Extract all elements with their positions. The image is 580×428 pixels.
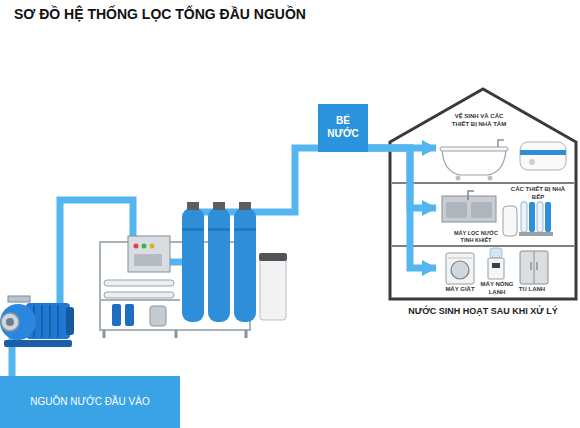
filtration-system bbox=[182, 228, 204, 231]
water-purifier bbox=[519, 232, 553, 236]
bathtub bbox=[456, 176, 461, 181]
tank-label: BỂ NƯỚC bbox=[322, 115, 364, 140]
water-pump bbox=[33, 305, 35, 337]
water-pipe bbox=[368, 145, 436, 152]
appliance-label: MÁY NÓNG LẠNH bbox=[478, 281, 516, 296]
water-dispenser bbox=[490, 248, 502, 258]
filtration-system bbox=[125, 304, 134, 326]
filtration-system bbox=[134, 244, 139, 249]
water-heater bbox=[520, 142, 566, 170]
water-heater bbox=[529, 159, 535, 165]
filtration-system bbox=[150, 244, 155, 249]
filtration-system bbox=[234, 208, 256, 322]
source-label: NGUỒN NƯỚC ĐẦU VÀO bbox=[0, 396, 180, 409]
water-pump bbox=[26, 303, 70, 339]
water-pump bbox=[66, 307, 74, 335]
refrigerator bbox=[531, 262, 532, 270]
bathtub bbox=[488, 176, 493, 181]
water-pump bbox=[8, 296, 30, 302]
laundry-shelf: MÁY GIẶTMÁY NÓNG LẠNHTỦ LẠNH bbox=[436, 248, 576, 298]
filtration-system bbox=[187, 202, 199, 210]
appliance-label: MÁY GIẶT bbox=[442, 286, 478, 294]
shelf-divider bbox=[392, 245, 574, 247]
kitchen-shelf: CÁC THIẾT BỊ NHÀ BẾP MÁY LỌC NƯỚC TINH KH… bbox=[436, 185, 576, 244]
filtration-system bbox=[208, 208, 230, 322]
filtration-system bbox=[150, 306, 166, 326]
water-pump bbox=[57, 305, 59, 337]
filtration-system bbox=[259, 253, 287, 261]
bathroom-label: VỆ SINH VÀ CÁC THIẾT BỊ NHÀ TẮM bbox=[446, 113, 512, 128]
washing-machine bbox=[451, 261, 469, 279]
filtration-system bbox=[104, 292, 174, 298]
water-dispenser bbox=[488, 258, 504, 279]
kitchen-sink bbox=[442, 196, 496, 222]
kitchen-label: CÁC THIẾT BỊ NHÀ BẾP bbox=[508, 186, 568, 201]
water-purifier bbox=[537, 202, 543, 232]
filtration-system bbox=[103, 330, 106, 338]
water-dispenser bbox=[488, 248, 504, 279]
water-pump bbox=[0, 296, 74, 347]
refrigerator bbox=[520, 251, 548, 284]
water-pump bbox=[4, 340, 72, 347]
bathtub bbox=[440, 140, 508, 181]
house-outline: NƯỚC SINH HOẠT SAU KHI XỬ LÝVỆ SINH VÀ C… bbox=[388, 86, 578, 302]
filtration-system bbox=[134, 254, 162, 266]
filtration-system bbox=[182, 208, 204, 322]
water-pump bbox=[6, 318, 14, 326]
house-caption: NƯỚC SINH HOẠT SAU KHI XỬ LÝ bbox=[388, 306, 578, 317]
filtration-system bbox=[112, 304, 121, 326]
filtration-system bbox=[100, 299, 180, 301]
water-pipe bbox=[368, 148, 436, 268]
refrigerator bbox=[520, 251, 548, 284]
shelf-divider bbox=[392, 182, 574, 184]
washing-machine bbox=[446, 253, 474, 284]
input-source-box: NGUỒN NƯỚC ĐẦU VÀO bbox=[0, 376, 180, 428]
water-heater bbox=[520, 150, 566, 155]
water-purifier bbox=[521, 202, 527, 232]
water-pipe bbox=[12, 148, 318, 376]
filtration-system bbox=[234, 228, 256, 231]
filtration-system bbox=[100, 242, 250, 330]
filtration-system bbox=[208, 228, 230, 231]
appliance-label: TỦ LẠNH bbox=[514, 286, 550, 294]
water-purifier bbox=[529, 202, 535, 232]
water-purifier bbox=[503, 206, 517, 236]
house-outline bbox=[390, 89, 576, 299]
kitchen-sink bbox=[442, 191, 496, 222]
diagram-title: SƠ ĐỒ HỆ THỐNG LỌC TỔNG ĐẦU NGUỒN bbox=[14, 6, 306, 22]
washing-machine bbox=[448, 258, 472, 259]
filtration-system bbox=[175, 330, 178, 338]
water-pump bbox=[41, 305, 43, 337]
filtration-system bbox=[104, 280, 174, 286]
water-dispenser bbox=[492, 263, 500, 268]
bathtub bbox=[498, 140, 504, 147]
refrigerator bbox=[534, 251, 535, 284]
water-purifier bbox=[545, 202, 551, 232]
filtration-system bbox=[100, 202, 287, 338]
purifier-label: MÁY LỌC NƯỚC TINH KHIẾT bbox=[450, 230, 502, 244]
water-heater bbox=[520, 142, 566, 170]
water-pump bbox=[0, 304, 36, 340]
filtration-system bbox=[260, 258, 286, 320]
bathtub bbox=[442, 150, 506, 175]
filtration-system bbox=[213, 202, 225, 210]
water-pump bbox=[49, 305, 51, 337]
washing-machine bbox=[446, 253, 474, 284]
kitchen-sink bbox=[471, 202, 492, 218]
filtration-system bbox=[142, 244, 147, 249]
filtration-system bbox=[128, 236, 170, 272]
water-tank-box: BỂ NƯỚC bbox=[318, 104, 368, 152]
filtration-system bbox=[239, 202, 251, 210]
bathtub bbox=[440, 147, 508, 151]
refrigerator bbox=[537, 262, 538, 270]
water-pump bbox=[1, 313, 19, 331]
kitchen-sink bbox=[468, 191, 474, 200]
water-purifier bbox=[503, 202, 553, 236]
water-pipe bbox=[368, 148, 436, 208]
kitchen-sink bbox=[446, 202, 467, 218]
bathroom-shelf: VỆ SINH VÀ CÁC THIẾT BỊ NHÀ TẮM bbox=[436, 110, 576, 182]
filtration-system bbox=[245, 330, 248, 338]
